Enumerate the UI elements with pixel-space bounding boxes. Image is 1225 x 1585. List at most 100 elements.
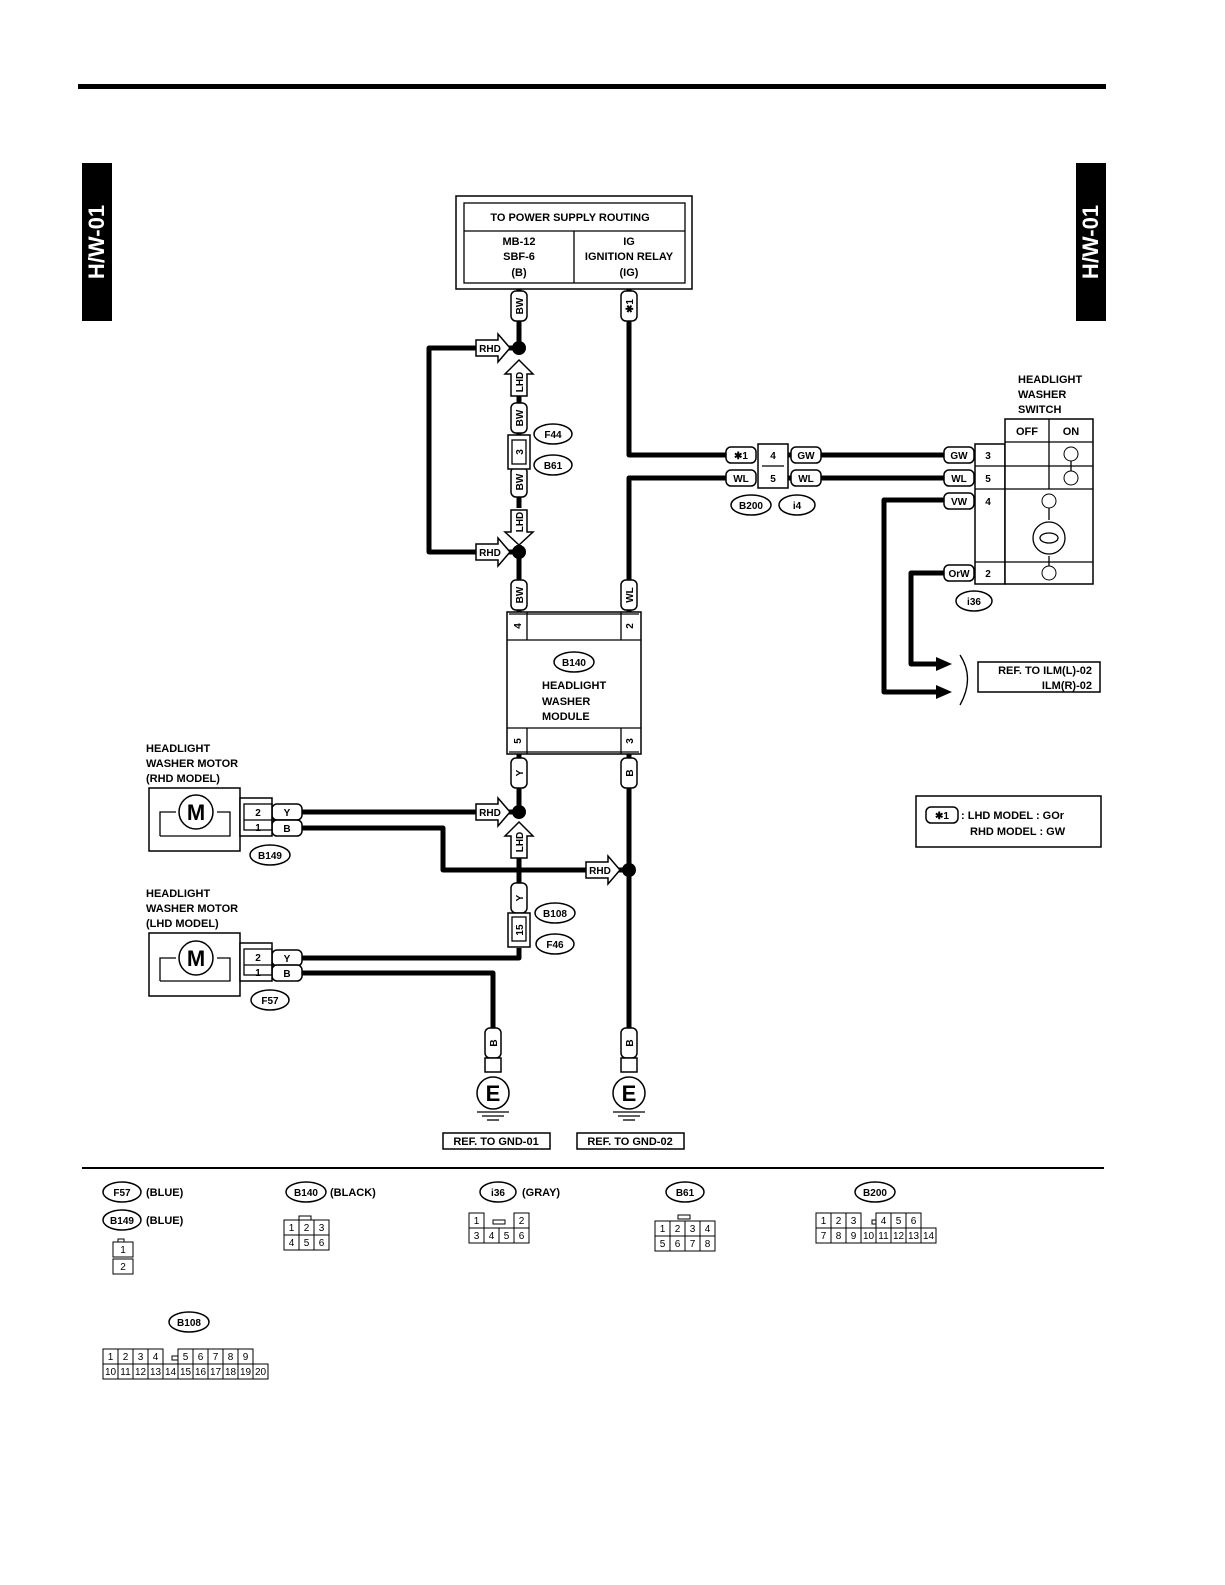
b108-pin-label: 7 [213,1352,219,1363]
switch-off-label: OFF [1016,426,1038,438]
wire-label-b-rhd: B [271,819,303,837]
ground-1: E REF. TO GND-01 [442,1057,551,1150]
headlight-washer-switch: HEADLIGHT WASHER SWITCH 3 5 4 2 OFF ON i… [955,374,1094,612]
wire-label-b-module: B [620,757,638,789]
wire-label-wl-sw: WL [943,469,975,487]
motor-lhd-line2: WASHER MOTOR [146,903,238,915]
connector-b200-label: B200 [739,501,763,512]
svg-text:BW: BW [515,297,526,314]
svg-text:4: 4 [985,497,991,508]
svg-text:5: 5 [513,738,524,744]
note-box: ✱1 : LHD MODEL : GOr RHD MODEL : GW [915,795,1102,848]
connector-f57-label: F57 [261,996,279,1007]
svg-text:B: B [625,1039,636,1046]
power-supply-title: TO POWER SUPPLY ROUTING [490,212,649,224]
b200-pin-label: 6 [911,1216,917,1227]
note-star: ✱1 [935,811,949,822]
svg-text:B140: B140 [294,1188,318,1199]
wire-label-y-rhd: Y [271,803,303,821]
rhd-tag-mid: RHD [475,535,511,569]
b108-pin-label: 3 [138,1352,144,1363]
module-line3: MODULE [542,711,590,723]
b200-pin-label: 4 [881,1216,887,1227]
svg-text:OrW: OrW [948,569,970,580]
ground-2-ref: REF. TO GND-02 [587,1136,672,1148]
wire-label-bw-top: BW [510,290,528,322]
connector-f46-label: F46 [546,940,564,951]
switch-title-2: WASHER [1018,389,1066,401]
side-tab-right: H/W-01 [1076,163,1106,321]
b61-pin-label: 8 [705,1239,711,1250]
module-line1: HEADLIGHT [542,680,606,692]
svg-text:1: 1 [255,968,261,979]
b140-pin-label: 1 [289,1223,295,1234]
i36-pin-label: 2 [519,1216,525,1227]
b108-pin-label: 1 [108,1352,114,1363]
b140-cell [313,1234,330,1251]
headlight-washer-module: 4 2 5 3 B140 HEADLIGHT WASHER MODULE [506,611,642,755]
wire-label-y-b108: Y [510,882,528,914]
b108-pin-label: 4 [153,1352,159,1363]
wire-label-wl-h1: WL [725,469,757,487]
motor-lhd-line3: (LHD MODEL) [146,918,219,930]
motor-lhd-line1: HEADLIGHT [146,888,210,900]
svg-text:RHD: RHD [589,866,611,877]
svg-text:LHD: LHD [515,512,526,533]
svg-text:B: B [489,1039,500,1046]
rhd-tag-motor: RHD [475,795,511,829]
connector-b108-f46: 15 B108 F46 [507,902,576,955]
ilm-reference: REF. TO ILM(L)-02 ILM(R)-02 [936,654,1101,706]
washer-motor-rhd: HEADLIGHT WASHER MOTOR (RHD MODEL) M 2 1… [146,743,300,866]
power-right-line3: (IG) [620,267,639,279]
svg-text:BW: BW [515,473,526,490]
wire-label-wl-h2: WL [790,469,822,487]
svg-text:GW: GW [950,451,968,462]
b200-cell [920,1227,937,1244]
wire-label-b-gnd2: B [620,1027,638,1059]
wire-label-y-lhd: Y [271,949,303,967]
ilm-ref-line2: ILM(R)-02 [1042,680,1092,692]
svg-text:2: 2 [985,569,991,580]
b108-pin-label: 2 [123,1352,129,1363]
b61-pin-label: 5 [660,1239,666,1250]
svg-text:3: 3 [625,738,636,744]
svg-text:15: 15 [515,924,526,936]
b61-pin-label: 1 [660,1224,666,1235]
wire-label-gw-h1: GW [790,446,822,464]
junctions [512,341,636,877]
power-left-line3: (B) [511,267,527,279]
b140-pin-label: 4 [289,1238,295,1249]
svg-text:B61: B61 [676,1188,695,1199]
connector-b200-i4: 4 5 B200 i4 [730,443,816,516]
b108-pin-label: 17 [210,1367,222,1378]
b108-pin-label: 16 [195,1367,207,1378]
svg-text:WL: WL [625,587,636,603]
ground-1-symbol: E [486,1081,501,1106]
svg-text:4: 4 [770,451,776,462]
wire-label-bw-module: BW [510,579,528,611]
svg-text:B149: B149 [110,1216,134,1227]
connector-key [298,1215,312,1221]
b108-pin-label: 14 [165,1367,177,1378]
wire-label-bw-mid: BW [510,402,528,434]
wire-label-y-module: Y [510,757,528,789]
svg-text:2: 2 [255,953,261,964]
lhd-tag-mid: LHD [503,509,535,547]
wire-label-star1-h: ✱1 [725,446,757,464]
connector-f44-label: F44 [544,430,562,441]
motor-lhd-symbol: M [187,946,205,971]
rhd-tag-ground: RHD [585,853,621,887]
svg-text:Y: Y [515,769,526,776]
power-left-line1: MB-12 [502,236,535,248]
wire-label-wl-module: WL [620,579,638,611]
b108-cell [252,1363,269,1380]
b61-pin-label: 3 [690,1224,696,1235]
svg-text:LHD: LHD [515,832,526,853]
svg-text:Y: Y [284,808,291,819]
note-line2: RHD MODEL : GW [970,826,1066,838]
b140-pin-label: 5 [304,1238,310,1249]
wire-label-orw-sw: OrW [943,564,975,582]
svg-text:✱1: ✱1 [734,451,748,462]
